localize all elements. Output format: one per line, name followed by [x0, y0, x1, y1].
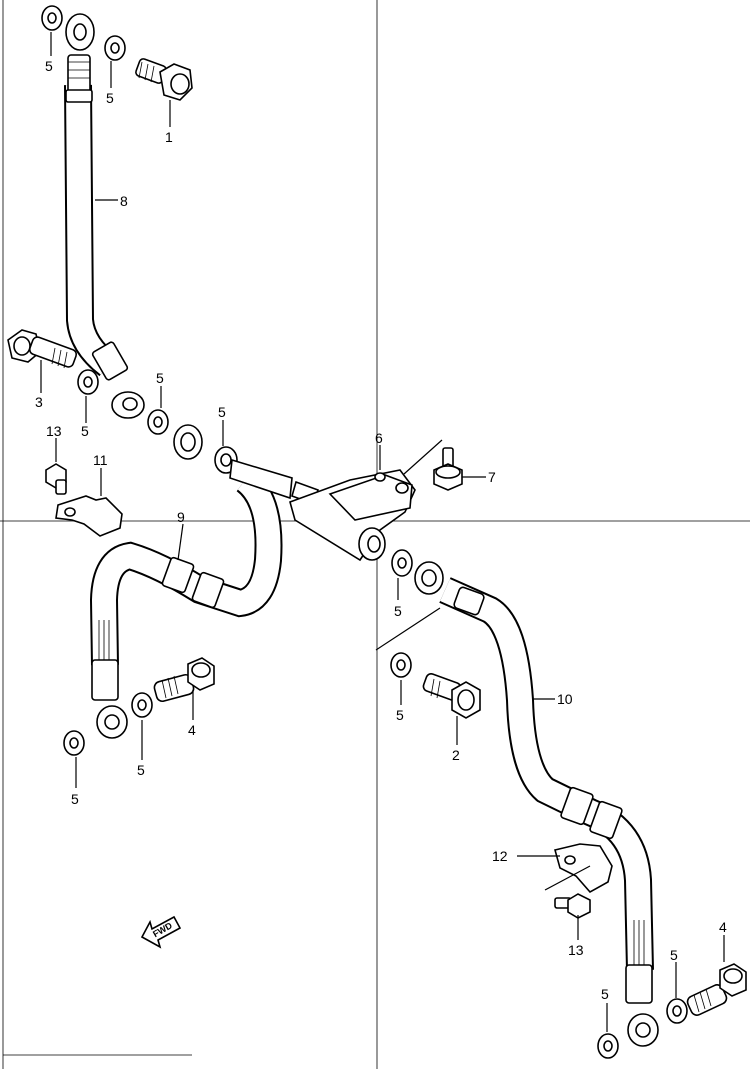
leader-lines	[40, 32, 725, 1032]
bolt-4-right	[686, 963, 747, 1016]
label-5: 5	[81, 423, 89, 439]
screw-13-right	[554, 893, 591, 919]
label-4: 4	[188, 722, 196, 738]
label-1: 1	[165, 129, 173, 145]
label-13: 13	[46, 423, 62, 439]
fwd-arrow: FWD	[140, 915, 182, 949]
clamp-11	[55, 495, 123, 537]
bolt-3	[7, 329, 78, 369]
label-13: 13	[568, 942, 584, 958]
label-8: 8	[120, 193, 128, 209]
label-5: 5	[670, 947, 678, 963]
bolt-4-left	[153, 657, 215, 703]
label-12: 12	[492, 848, 508, 864]
clamp-12	[554, 843, 613, 894]
label-5: 5	[137, 762, 145, 778]
part-labels: 5 5 1 8 3 5 5 5 13 11 9 6 7 5 5 10 2 4 5…	[35, 58, 727, 1002]
label-5: 5	[396, 707, 404, 723]
hose-9	[89, 468, 283, 739]
label-11: 11	[93, 452, 108, 468]
screw-13-left	[45, 463, 67, 495]
label-3: 3	[35, 394, 43, 410]
label-5: 5	[71, 791, 79, 807]
label-5: 5	[156, 370, 164, 386]
label-7: 7	[488, 469, 496, 485]
joint-block-6	[289, 469, 416, 562]
hose-10	[414, 561, 659, 1047]
label-5: 5	[218, 404, 226, 420]
label-5: 5	[45, 58, 53, 74]
label-5: 5	[394, 603, 402, 619]
label-5: 5	[106, 90, 114, 106]
bolt-7	[433, 447, 463, 491]
washers	[41, 5, 688, 1059]
hose-8	[64, 13, 145, 419]
label-6: 6	[375, 430, 383, 446]
bolt-2	[422, 672, 481, 719]
bolt-1	[135, 58, 193, 101]
label-5: 5	[601, 986, 609, 1002]
label-9: 9	[177, 509, 185, 525]
label-4: 4	[719, 919, 727, 935]
label-10: 10	[557, 691, 573, 707]
label-2: 2	[452, 747, 460, 763]
